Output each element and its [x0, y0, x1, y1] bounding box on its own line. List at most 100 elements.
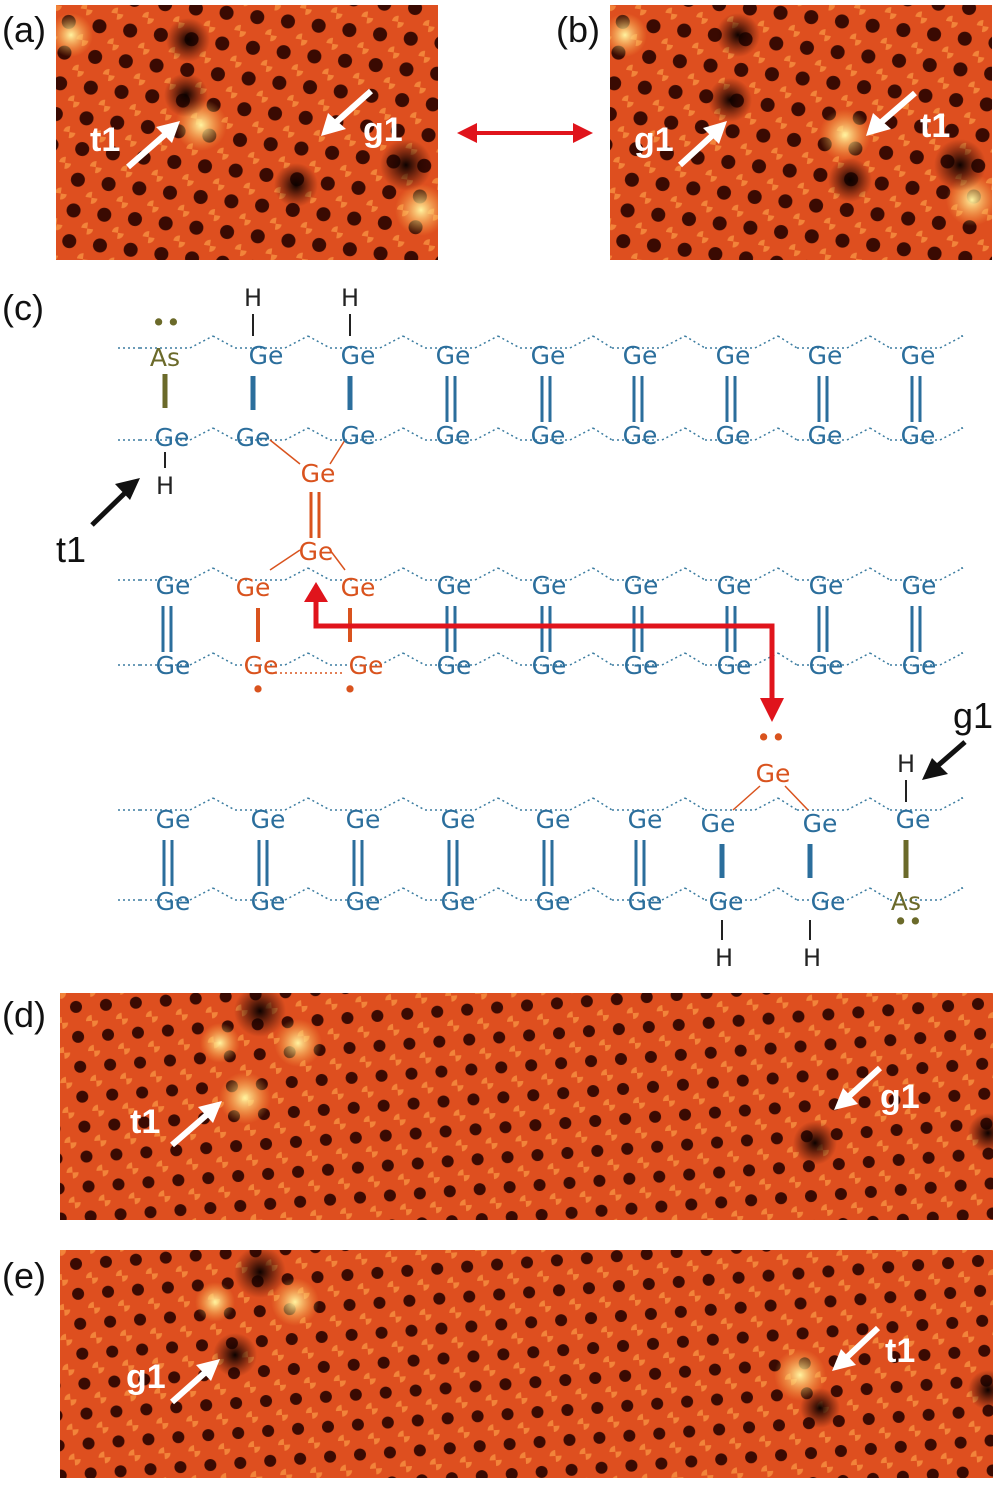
atom-ge: Ge	[249, 341, 284, 370]
dark-feature-g1	[213, 1333, 257, 1377]
dimer-row-bottom-line	[869, 652, 891, 666]
atom-ge: Ge	[803, 809, 838, 838]
dark-feature	[968, 1113, 993, 1153]
bright-feature	[395, 184, 438, 236]
dimer-row-top-line	[754, 335, 779, 349]
bright-feature-t1	[774, 1349, 826, 1401]
dimer-row-top-line	[497, 797, 521, 811]
dimer-row-bottom-line	[284, 427, 309, 441]
atom-ge: Ge	[901, 341, 936, 370]
dimer-row-top-line	[474, 335, 499, 349]
atom-ge: Ge	[902, 571, 937, 600]
migration-arrow-icon	[304, 582, 784, 722]
atom-ge-adsorbed: Ge	[301, 459, 336, 488]
dimer-row-bottom-line	[846, 652, 871, 666]
arrow-g1-icon	[677, 121, 727, 168]
double-arrow-icon	[457, 123, 593, 143]
bond-ge-ge	[269, 439, 301, 465]
atom-ge-reacted: Ge	[349, 651, 384, 680]
atom-ge: Ge	[156, 887, 191, 916]
dimer-row-top-line	[189, 335, 214, 349]
label-t1: t1	[90, 121, 120, 159]
atom-ge-reacted: Ge	[244, 651, 279, 680]
bright-feature	[610, 13, 647, 57]
arrow-g1-icon	[170, 1359, 220, 1405]
dimer-row-top-line	[684, 335, 706, 349]
bright-feature-t1	[219, 1072, 271, 1124]
atom-ge: Ge	[236, 423, 271, 452]
dark-feature	[828, 158, 872, 202]
label-t1: t1	[920, 107, 950, 145]
dark-feature-g1	[793, 1121, 837, 1165]
dark-feature	[968, 1370, 993, 1410]
atom-ge: Ge	[701, 809, 736, 838]
dimer-row-bottom-line	[379, 887, 404, 901]
dimer-row-bottom-line	[569, 652, 594, 666]
dimer-row-bottom-line	[777, 652, 798, 666]
dimer-row-bottom-line	[402, 652, 426, 666]
dimer-row-top-line	[777, 797, 798, 811]
dimer-row-top-line	[212, 567, 236, 581]
dimer-row-bottom-line	[754, 427, 779, 441]
dimer-row-bottom-line	[307, 887, 331, 901]
dimer-row-top-line	[379, 567, 404, 581]
dimer-row-top-line	[402, 797, 426, 811]
dimer-row-top-line	[661, 797, 686, 811]
atom-ge: Ge	[436, 341, 471, 370]
label-t1: t1	[885, 1332, 915, 1370]
atom-ge: Ge	[346, 887, 381, 916]
bond-ge-ge	[732, 785, 761, 811]
dimer-row-top-line	[869, 335, 891, 349]
dimer-row-bottom-line	[307, 427, 331, 441]
dimer-row-top-line	[189, 797, 214, 811]
dark-feature	[234, 993, 286, 1037]
atom-ge: Ge	[536, 805, 571, 834]
atom-ge: Ge	[341, 421, 376, 450]
dimer-row-bottom-line	[379, 652, 404, 666]
dimer-row-top-line	[777, 335, 798, 349]
panel-label-e: (e)	[2, 1255, 46, 1296]
atom-ge: Ge	[628, 805, 663, 834]
dimer-row-bottom-line	[846, 887, 871, 901]
atom-h: H	[715, 944, 733, 972]
atom-ge-reacted: Ge	[341, 573, 376, 602]
dimer-row-bottom-line	[661, 887, 686, 901]
dimer-row-top-line	[307, 335, 331, 349]
g1-arrow-icon	[922, 740, 967, 780]
dimer-row-top-line	[754, 797, 779, 811]
atom-ge: Ge	[156, 571, 191, 600]
atom-ge: Ge	[437, 651, 472, 680]
atom-ge: Ge	[536, 887, 571, 916]
atom-ge: Ge	[156, 651, 191, 680]
dimer-row-top-line	[569, 567, 594, 581]
dimer-row-bottom-line	[474, 427, 499, 441]
atom-ge: Ge	[717, 651, 752, 680]
bond-ge-ge	[329, 439, 346, 465]
dimer-row-bottom-line	[592, 887, 613, 901]
dimer-row-top-line	[592, 335, 613, 349]
dimer-row-bottom-line	[497, 652, 521, 666]
atom-ge: Ge	[717, 571, 752, 600]
label-g1: g1	[126, 1358, 166, 1396]
dark-feature	[234, 1250, 286, 1298]
atom-ge: Ge	[436, 421, 471, 450]
atom-ge: Ge	[156, 805, 191, 834]
dimer-row-bottom-line	[869, 427, 891, 441]
dimer-row-top-line	[939, 335, 964, 349]
stm-image-d: t1 g1	[60, 993, 993, 1220]
dimer-row-bottom-line	[684, 652, 706, 666]
dimer-row-bottom-line	[212, 652, 236, 666]
atom-ge-adsorbed: Ge	[299, 537, 334, 566]
arrow-g1-icon	[321, 88, 374, 136]
dimer-row-top-line	[754, 567, 779, 581]
dimer-row-bottom-line	[189, 887, 214, 901]
dimer-row-top-line	[402, 335, 426, 349]
atom-ge: Ge	[155, 423, 190, 452]
panel-label-a: (a)	[2, 9, 46, 50]
atom-ge: Ge	[532, 571, 567, 600]
dimer-row-top-line	[592, 567, 613, 581]
dimer-row-bottom-line	[939, 652, 964, 666]
stm-image-e: g1 t1	[60, 1250, 993, 1478]
bright-feature	[274, 1019, 322, 1067]
dimer-row-bottom-line	[284, 652, 309, 666]
